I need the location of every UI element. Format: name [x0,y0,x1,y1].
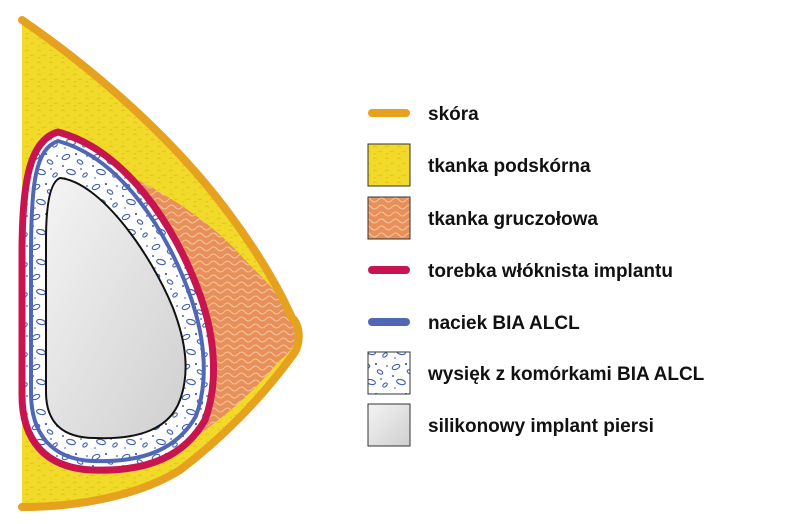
legend-label-glandular: tkanka gruczołowa [428,209,598,230]
legend-label-skin: skóra [428,104,479,125]
legend-item-implant: silikonowy implant piersi [367,403,654,447]
legend-item-skin: skóra [368,104,479,125]
legend-label-implant: silikonowy implant piersi [428,416,654,437]
legend-label-infiltrate: naciek BIA ALCL [428,313,580,334]
legend-swatch-implant [367,403,411,447]
legend-swatch-subcutaneous [367,143,411,187]
legend-item-subcutaneous: tkanka podskórna [367,143,591,187]
legend-swatch-capsule [368,266,410,274]
legend: skóra tkanka podskórna tkanka gruczołowa to… [367,104,705,447]
legend-item-infiltrate: naciek BIA ALCL [368,313,580,334]
legend-swatch-skin [368,109,410,117]
legend-swatch-infiltrate [368,318,410,326]
legend-swatch-effusion [367,351,411,395]
legend-label-effusion: wysięk z komórkami BIA ALCL [427,364,705,385]
legend-item-glandular: tkanka gruczołowa [367,196,598,240]
legend-label-capsule: torebka włóknista implantu [428,261,673,282]
breast-cross-section [18,16,303,511]
silicone-implant [45,176,187,440]
legend-item-capsule: torebka włóknista implantu [368,261,673,282]
legend-item-effusion: wysięk z komórkami BIA ALCL [367,351,705,395]
skin-line [18,16,303,511]
legend-swatch-glandular [367,196,411,240]
legend-label-subcutaneous: tkanka podskórna [428,156,591,177]
infiltrate-line [29,139,206,464]
